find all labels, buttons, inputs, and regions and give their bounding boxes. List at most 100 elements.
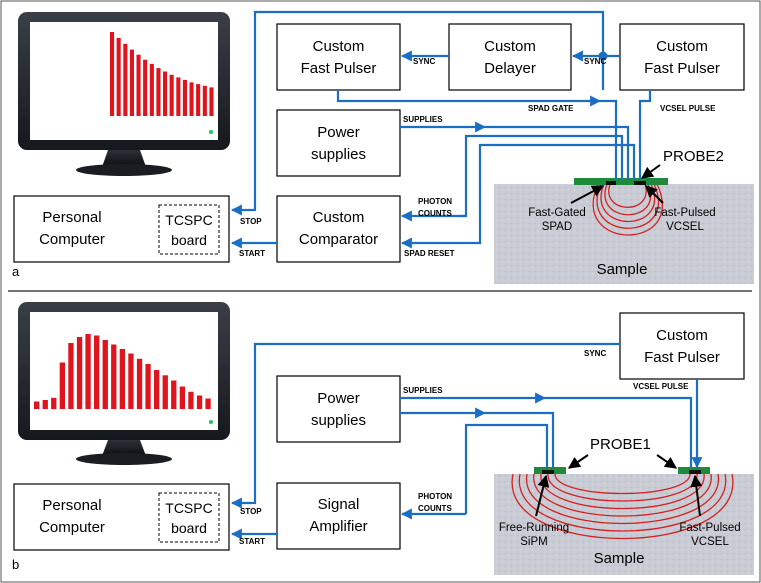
- histogram-bar: [156, 68, 161, 116]
- histogram-bar: [154, 370, 160, 409]
- probe2-bar: [574, 178, 668, 185]
- pc-b-line1: Personal: [42, 497, 101, 514]
- histogram-bar: [209, 87, 214, 116]
- sig-start-b: START: [239, 537, 265, 546]
- tcspc-board-b: [158, 492, 220, 543]
- tcspc-a-line2: board: [171, 232, 207, 248]
- pulser-left-line2: Fast Pulser: [301, 60, 377, 77]
- tcspc-a-line1: TCSPC: [165, 212, 212, 228]
- sample-b: PROBE1 Free-Running SiPM Fast-Pulsed VCS…: [494, 436, 754, 575]
- pulser-right-line2: Fast Pulser: [644, 60, 720, 77]
- histogram-bar: [182, 79, 187, 116]
- histogram-bar: [171, 380, 177, 409]
- histogram-bar: [196, 84, 201, 116]
- histogram-bar: [163, 71, 168, 116]
- vcsel-chip-b: [689, 470, 701, 474]
- box-power-a[interactable]: Power supplies: [276, 109, 401, 177]
- pc-b-line2: Computer: [39, 519, 105, 536]
- histogram-bar: [143, 59, 148, 116]
- sig-photon-b-2: COUNTS: [418, 504, 452, 513]
- probe1-label: PROBE1: [590, 436, 651, 453]
- power-b-line2: supplies: [311, 412, 366, 429]
- comparator-line2: Comparator: [299, 231, 378, 248]
- wire-spad-reset: [400, 143, 636, 249]
- sipm-label-line2: SiPM: [520, 536, 547, 548]
- box-power-b[interactable]: Power supplies: [276, 375, 401, 443]
- wires-b: [230, 342, 703, 540]
- amplifier-line1: Signal: [318, 496, 360, 513]
- box-amplifier[interactable]: Signal Amplifier: [276, 482, 401, 550]
- box-pc-a[interactable]: Personal Computer TCSPC board: [13, 195, 230, 263]
- probe2-label: PROBE2: [663, 148, 724, 165]
- sig-spad-gate: SPAD GATE: [528, 104, 574, 113]
- sipm-chip: [542, 470, 554, 474]
- histogram-bar: [149, 63, 154, 116]
- sig-vcsel-pulse-a: VCSEL PULSE: [660, 104, 716, 113]
- histogram-bar: [189, 82, 194, 116]
- histogram-a: [110, 32, 214, 116]
- wire-supplies-b2: [545, 396, 693, 467]
- sig-photon-b-1: PHOTON: [418, 492, 452, 501]
- histogram-bar: [76, 337, 83, 409]
- tcspc-b-line2: board: [171, 520, 207, 536]
- sig-stop-b: STOP: [240, 507, 262, 516]
- pulser-b-line1: Custom: [656, 327, 708, 344]
- sig-supplies-a: SUPPLIES: [403, 115, 443, 124]
- power-a-line2: supplies: [311, 146, 366, 163]
- sig-spad-reset: SPAD RESET: [404, 249, 455, 258]
- wire-photon-b1: [464, 423, 549, 514]
- sample-a-label: Sample: [597, 261, 648, 278]
- box-pulser-left[interactable]: Custom Fast Pulser: [276, 23, 401, 91]
- histogram-bar: [68, 343, 74, 409]
- box-pulser-right[interactable]: Custom Fast Pulser: [619, 23, 745, 91]
- box-delayer[interactable]: Custom Delayer: [448, 23, 572, 91]
- histogram-bar: [136, 54, 141, 116]
- wires-a: [230, 10, 652, 249]
- panel-b: b Custom Fast Pulser Power supplies Sign…: [12, 302, 754, 575]
- sig-photon-a-1: PHOTON: [418, 197, 452, 206]
- sig-sync-b: SYNC: [584, 349, 606, 358]
- monitor-b: [18, 302, 230, 465]
- vcsel-b-label-line2: VCSEL: [691, 536, 729, 548]
- amplifier-line2: Amplifier: [309, 518, 367, 535]
- tcspc-b-line1: TCSPC: [165, 500, 212, 516]
- box-pulser-b[interactable]: Custom Fast Pulser: [619, 312, 745, 380]
- sample-a-block: [494, 184, 754, 284]
- panel-b-letter: b: [12, 557, 19, 572]
- histogram-bar: [176, 77, 181, 116]
- box-comparator[interactable]: Custom Comparator: [276, 195, 401, 263]
- sipm-label-line1: Free-Running: [499, 522, 569, 534]
- wire-spad-gate-b: [600, 99, 618, 179]
- pc-a-line2: Computer: [39, 231, 105, 248]
- pulser-right-line1: Custom: [656, 38, 708, 55]
- comparator-line1: Custom: [313, 209, 365, 226]
- wire-stop-b: [230, 342, 620, 509]
- histogram-bar: [169, 74, 174, 116]
- histogram-bar: [34, 401, 40, 409]
- vcsel-b-label-line1: Fast-Pulsed: [679, 522, 740, 534]
- histogram-bar: [205, 398, 211, 409]
- histogram-bar: [145, 364, 151, 409]
- histogram-bar: [129, 49, 134, 116]
- box-pc-b[interactable]: Personal Computer TCSPC board: [13, 483, 230, 551]
- histogram-bar: [42, 400, 48, 409]
- pulser-left-line1: Custom: [313, 38, 365, 55]
- histogram-bar: [202, 85, 207, 116]
- sig-sync-left: SYNC: [413, 57, 435, 66]
- wire-vcsel-pulse-a: [638, 90, 652, 179]
- histogram-b: [34, 334, 211, 410]
- histogram-bar: [123, 43, 128, 116]
- power-a-line1: Power: [317, 124, 360, 141]
- panel-a: a Custom Fast Pulser Custom Delayer Cust…: [12, 10, 754, 284]
- histogram-bar: [119, 349, 125, 409]
- spad-chip: [606, 181, 616, 185]
- delayer-line1: Custom: [484, 38, 536, 55]
- sig-start-a: START: [239, 249, 265, 258]
- histogram-bar: [94, 335, 100, 409]
- histogram-bar: [111, 344, 117, 409]
- histogram-bar: [51, 397, 57, 410]
- fiber-arcs-b: [511, 473, 734, 540]
- sample-a: PROBE2 Fast-Gated SPAD Fast-Pulsed VCSEL…: [494, 148, 754, 284]
- panel-a-letter: a: [12, 264, 20, 279]
